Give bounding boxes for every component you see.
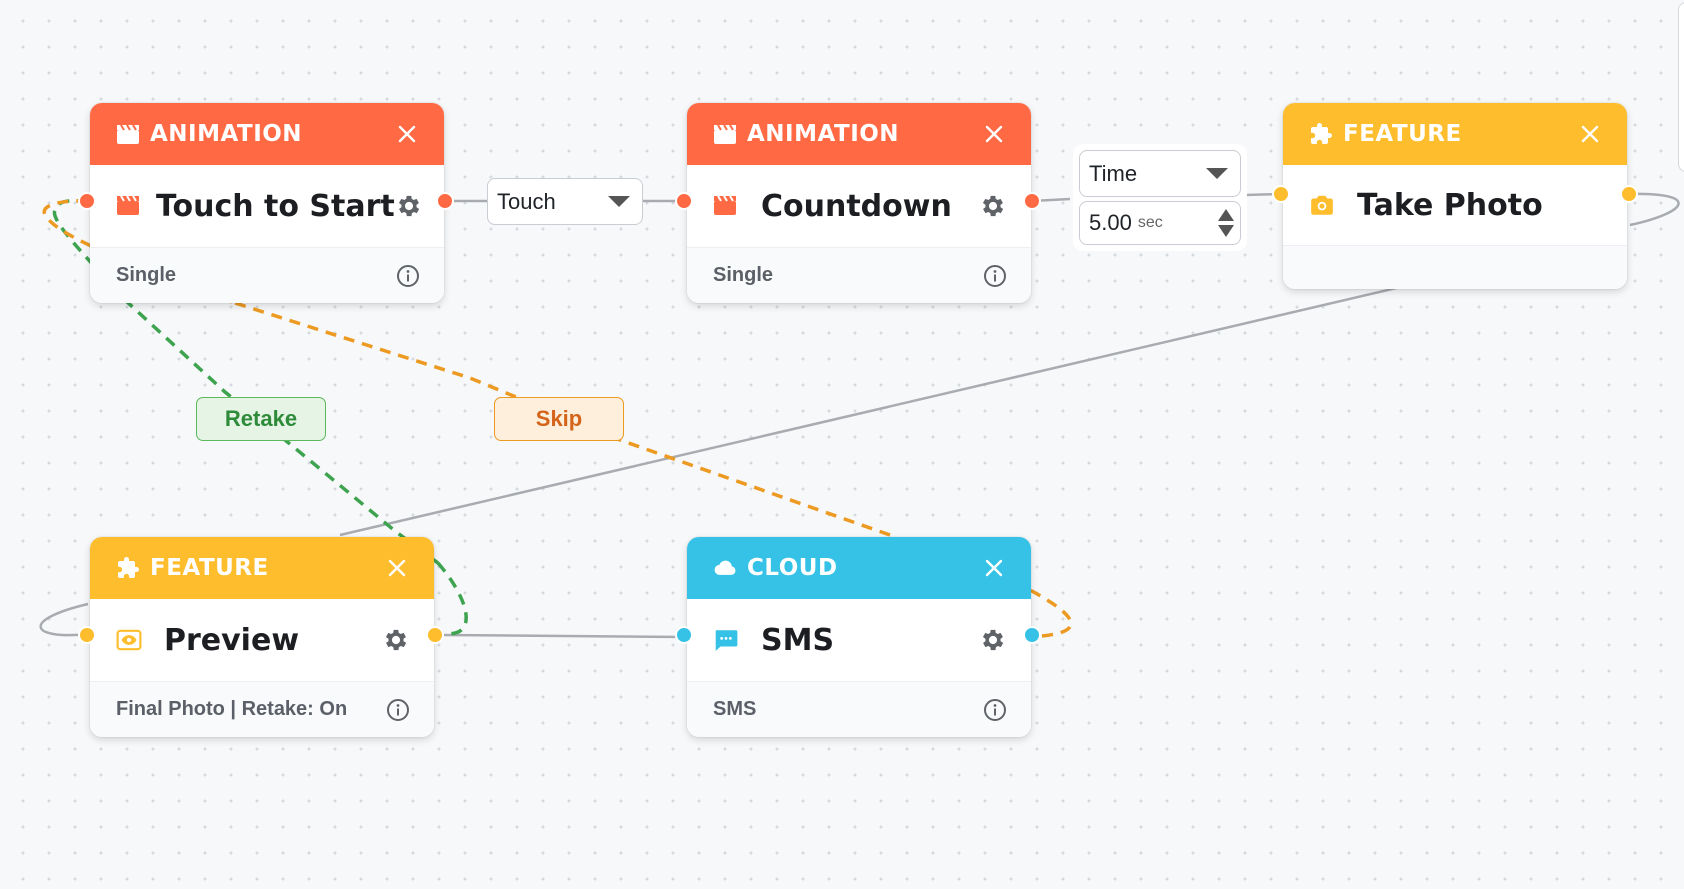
node-body: Take Photo [1283,165,1627,245]
gear-icon[interactable] [382,626,410,654]
node-type-label: ANIMATION [747,121,900,147]
node-sms[interactable]: CLOUD SMS SMS [687,537,1031,737]
close-icon[interactable] [1577,121,1603,147]
trigger-select-value: Time [1089,160,1138,186]
node-header[interactable]: ANIMATION [90,103,444,165]
port-take-photo-out[interactable] [1620,185,1638,203]
node-title: Touch to Start [156,188,395,224]
node-title: Take Photo [1357,187,1543,223]
node-touch-to-start[interactable]: ANIMATION Touch to Start Single [90,103,444,303]
node-header[interactable]: FEATURE [90,537,434,599]
camera-icon [1309,192,1335,218]
node-footer: Single [90,247,444,303]
info-icon[interactable] [396,264,420,288]
node-title: Preview [164,622,300,658]
close-icon[interactable] [981,555,1007,581]
trigger-select-time[interactable]: Time [1079,150,1241,197]
close-icon[interactable] [394,121,420,147]
info-icon[interactable] [983,698,1007,722]
puzzle-icon [1309,122,1333,146]
node-subtitle: Final Photo | Retake: On [116,698,348,720]
delay-seconds-input[interactable]: 5.00 sec [1079,201,1241,245]
node-type-label: FEATURE [150,555,269,581]
chat-icon [713,627,739,653]
delay-unit: sec [1137,214,1163,231]
port-touch-to-start-out[interactable] [436,192,454,210]
node-footer: Single [687,247,1031,303]
close-icon[interactable] [981,121,1007,147]
trigger-time-group: Time 5.00 sec [1073,144,1247,251]
node-preview[interactable]: FEATURE Preview Final Photo | Retake: On [90,537,434,737]
node-type-label: ANIMATION [150,121,303,147]
cloud-icon [713,556,737,580]
clapperboard-icon [116,122,140,146]
chevron-down-icon [1206,168,1228,179]
gear-icon[interactable] [395,192,423,220]
node-subtitle: Single [116,264,177,286]
eye-icon [116,627,142,653]
puzzle-icon [116,556,140,580]
stepper-up-icon[interactable] [1218,209,1234,221]
close-icon[interactable] [384,555,410,581]
delay-value: 5.00 [1089,210,1132,235]
node-footer [1283,245,1627,289]
gear-icon[interactable] [979,626,1007,654]
info-icon[interactable] [386,698,410,722]
node-title: SMS [761,622,835,658]
edge-label-retake[interactable]: Retake [196,397,326,441]
node-header[interactable]: FEATURE [1283,103,1627,165]
edge-label-text: Retake [224,406,298,431]
node-header[interactable]: CLOUD [687,537,1031,599]
port-touch-to-start-in[interactable] [78,192,96,210]
node-footer: Final Photo | Retake: On [90,681,434,737]
node-header[interactable]: ANIMATION [687,103,1031,165]
port-take-photo-in[interactable] [1272,185,1290,203]
node-body: Preview [90,599,434,681]
gear-icon[interactable] [979,192,1007,220]
edge-label-text: Skip [535,406,583,431]
node-body: Countdown [687,165,1031,247]
node-type-label: FEATURE [1343,121,1462,147]
chevron-down-icon [608,196,630,207]
delay-stepper[interactable] [1216,209,1236,237]
node-type-label: CLOUD [747,555,838,581]
port-preview-out[interactable] [426,626,444,644]
port-preview-in[interactable] [78,626,96,644]
info-icon[interactable] [983,264,1007,288]
stepper-down-icon[interactable] [1218,225,1234,237]
node-countdown[interactable]: ANIMATION Countdown Single [687,103,1031,303]
port-countdown-in[interactable] [675,192,693,210]
edge-preview-to-sms [443,633,685,639]
clapperboard-icon [713,122,737,146]
node-subtitle: SMS [713,698,757,720]
clapperboard-icon [713,193,739,219]
node-footer: SMS [687,681,1031,737]
edge-label-skip[interactable]: Skip [494,397,624,441]
node-body: Touch to Start [90,165,444,247]
node-subtitle: Single [713,264,774,286]
node-title: Countdown [761,188,952,224]
node-take-photo[interactable]: FEATURE Take Photo [1283,103,1627,289]
node-body: SMS [687,599,1031,681]
clapperboard-icon [116,193,140,219]
port-countdown-out[interactable] [1023,192,1041,210]
trigger-select-value: Touch [497,188,556,214]
port-sms-in[interactable] [675,626,693,644]
trigger-select-touch[interactable]: Touch [487,178,643,225]
side-panel-handle[interactable] [1678,2,1684,172]
port-sms-out[interactable] [1023,626,1041,644]
